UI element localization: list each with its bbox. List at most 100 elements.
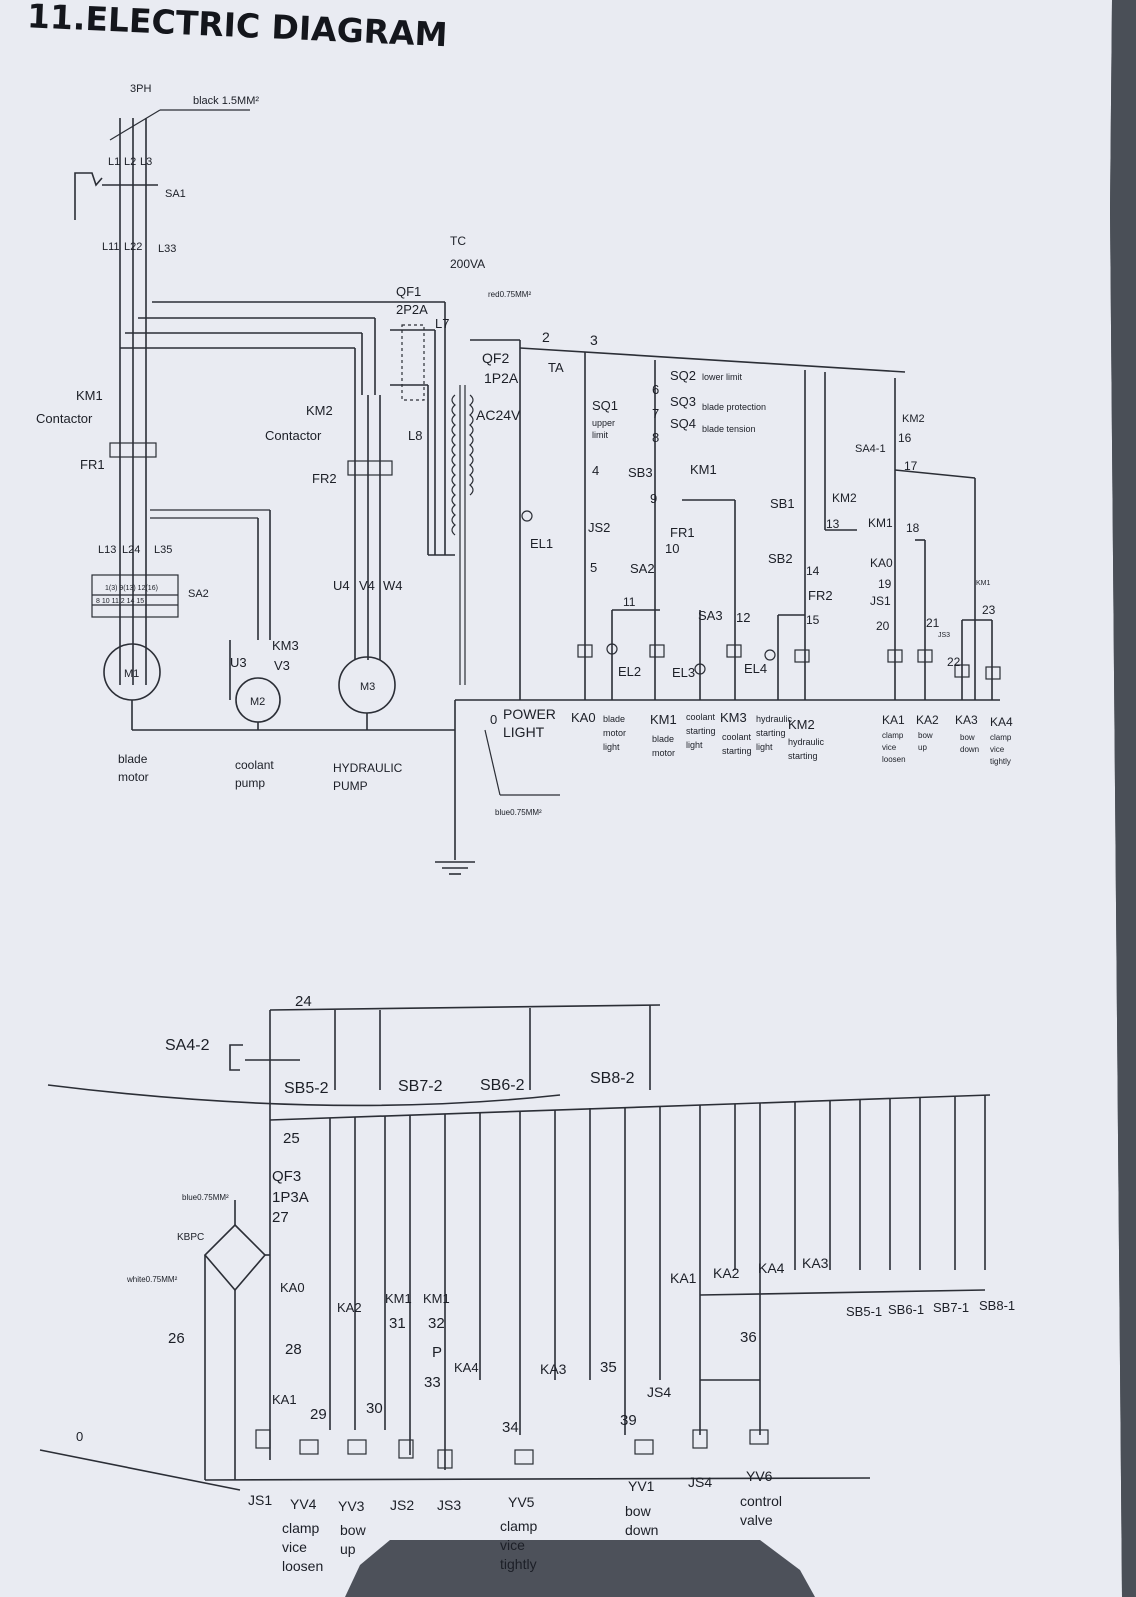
label-qf3-rating: 1P3A — [272, 1189, 309, 1206]
label-l2: L2 — [124, 156, 136, 168]
yv6-desc-2: valve — [740, 1512, 773, 1528]
label-l3: L3 — [140, 156, 152, 168]
km1-coil-desc-1: blade — [652, 734, 674, 744]
m1-terminals-bottom: 8 10 11 2 14 15 — [96, 598, 144, 605]
label-n31: 31 — [389, 1315, 406, 1332]
label-js2-top: JS2 — [588, 520, 610, 535]
control-wiring — [455, 339, 1001, 796]
label-contactor2: Contactor — [265, 428, 322, 443]
yv5-desc-3: tightly — [500, 1556, 537, 1572]
label-ka3-r: KA3 — [802, 1255, 829, 1271]
label-yv3: YV3 — [338, 1498, 365, 1514]
label-n23: 23 — [982, 603, 996, 617]
label-sq2: SQ2 — [670, 368, 696, 383]
label-ka3-b: KA3 — [540, 1361, 567, 1377]
label-l8: L8 — [408, 428, 422, 443]
label-m2: M2 — [250, 696, 265, 708]
label-ka2-b: KA2 — [337, 1300, 362, 1315]
label-sb6-1: SB6-1 — [888, 1302, 924, 1317]
label-sq4: SQ4 — [670, 416, 696, 431]
label-qf3: QF3 — [272, 1168, 301, 1185]
wire-blue-label: blue0.75MM² — [495, 808, 542, 817]
label-n21: 21 — [926, 616, 940, 630]
label-n5: 5 — [590, 560, 597, 575]
label-u3: U3 — [230, 655, 247, 670]
label-fr2: FR2 — [312, 471, 337, 486]
label-v4: V4 — [359, 578, 375, 593]
ka1-desc-2: vice — [882, 743, 897, 752]
label-km1-31: KM1 — [385, 1291, 412, 1306]
blade-motor-label-2: motor — [118, 770, 149, 784]
power-light-label-1: POWER — [503, 706, 556, 722]
label-qf1: QF1 — [396, 284, 421, 299]
label-sb8-2: SB8-2 — [590, 1070, 635, 1087]
label-js4-contact: JS4 — [647, 1384, 671, 1400]
hydraulic-pump-label-2: PUMP — [333, 779, 368, 793]
km2-coil-desc-1: hydraulic — [788, 737, 825, 747]
label-n4: 4 — [592, 463, 599, 478]
coolant-pump-label-2: pump — [235, 776, 265, 790]
label-sq1: SQ1 — [592, 398, 618, 413]
wire-red-label: red0.75MM² — [488, 290, 531, 299]
ka1-desc-1: clamp — [882, 731, 904, 740]
label-sa2: SA2 — [630, 561, 655, 576]
yv6-desc-1: control — [740, 1493, 782, 1509]
wire-black-label: black 1.5MM² — [193, 95, 259, 107]
label-n2: 2 — [542, 329, 550, 345]
label-n26: 26 — [168, 1330, 185, 1347]
yv5-desc-2: vice — [500, 1537, 525, 1553]
label-sq4-desc: blade tension — [702, 424, 756, 434]
label-fr1: FR1 — [80, 457, 105, 472]
label-n20: 20 — [876, 619, 890, 633]
label-km2-mid: KM2 — [832, 491, 857, 505]
label-n33: 33 — [424, 1374, 441, 1391]
coolant-pump-label-1: coolant — [235, 758, 274, 772]
label-el3: EL3 — [672, 665, 695, 680]
label-n29: 29 — [310, 1406, 327, 1423]
label-m1: M1 — [124, 668, 139, 680]
label-n3: 3 — [590, 332, 598, 348]
km2-coil-desc-2: starting — [788, 751, 818, 761]
label-n7: 7 — [652, 406, 659, 421]
label-sb5-1: SB5-1 — [846, 1304, 882, 1319]
label-ka4: KA4 — [990, 715, 1013, 729]
label-n28: 28 — [285, 1341, 302, 1358]
label-km2-coil: KM2 — [788, 717, 815, 732]
paper-edge — [1110, 0, 1136, 1597]
label-ka2-r: KA2 — [713, 1265, 740, 1281]
label-sb7-2: SB7-2 — [398, 1078, 443, 1095]
label-contactor1: Contactor — [36, 411, 93, 426]
label-n8: 8 — [652, 430, 659, 445]
km3-coil-desc-2: starting — [722, 746, 752, 756]
label-ka1-r: KA1 — [670, 1270, 697, 1286]
label-l24: L24 — [122, 544, 140, 556]
shadow — [345, 1540, 815, 1597]
label-qf2: QF2 — [482, 350, 509, 366]
label-yv5: YV5 — [508, 1494, 535, 1510]
label-ka2: KA2 — [916, 713, 939, 727]
yv1-desc-1: bow — [625, 1503, 652, 1519]
label-js2: JS2 — [390, 1497, 414, 1513]
label-ka0-contact: KA0 — [870, 556, 893, 570]
label-w4: W4 — [383, 578, 403, 593]
label-km2-top: KM2 — [902, 413, 925, 425]
coolant-starting-light-2: starting — [686, 726, 716, 736]
label-ta: TA — [548, 360, 564, 375]
label-n11: 11 — [623, 595, 636, 609]
ka3-desc-1: bow — [960, 733, 975, 742]
label-sa4-2: SA4-2 — [165, 1037, 210, 1054]
label-sb6-2: SB6-2 — [480, 1077, 525, 1094]
label-sb3: SB3 — [628, 465, 653, 480]
label-ka0-b: KA0 — [280, 1280, 305, 1295]
label-kbpc: KBPC — [177, 1232, 204, 1243]
label-sb2: SB2 — [768, 551, 793, 566]
m1-terminals-top: 1(3) 9(13) 12(16) — [105, 585, 158, 592]
label-sa2-left: SA2 — [188, 588, 209, 600]
power-light-label-2: LIGHT — [503, 724, 545, 740]
label-n27: 27 — [272, 1209, 289, 1226]
label-n12: 12 — [736, 610, 750, 625]
label-n0-bottom: 0 — [76, 1429, 83, 1444]
label-n13: 13 — [826, 517, 840, 531]
